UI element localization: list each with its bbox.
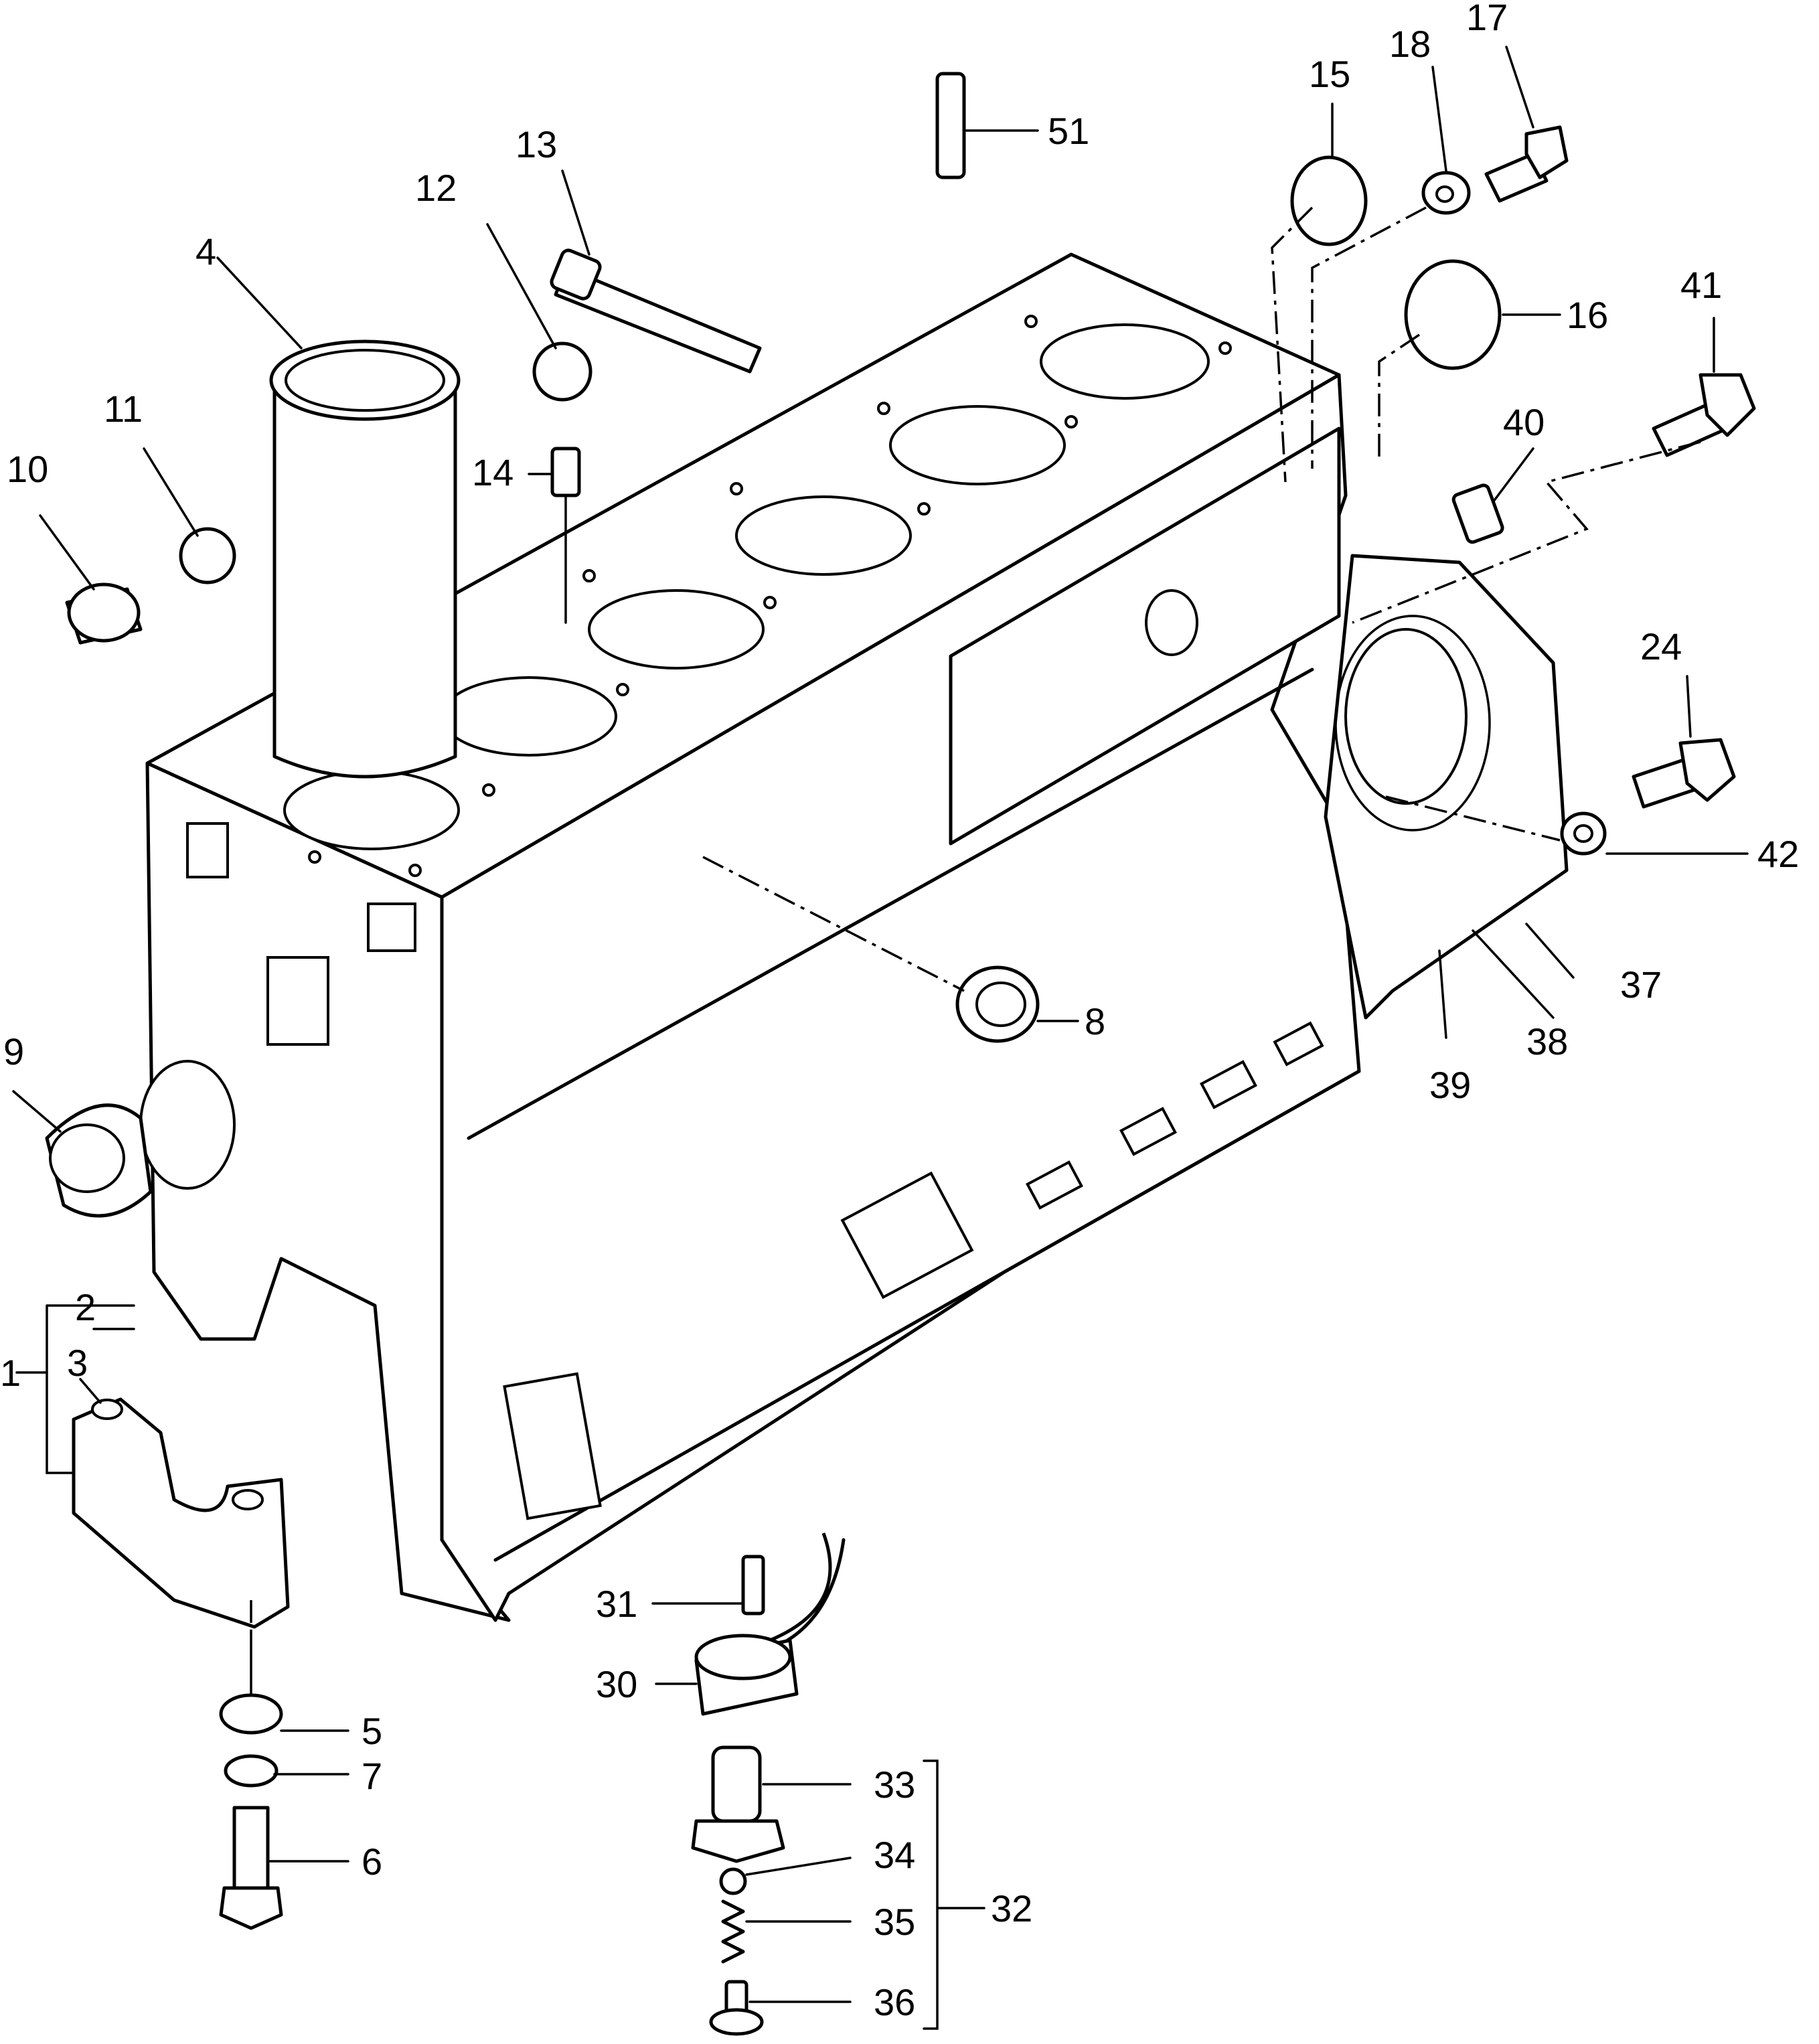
label-3: 3 — [67, 1342, 88, 1384]
oil-jet-30 — [694, 1532, 846, 1716]
plug-10 — [65, 582, 143, 645]
label-14: 14 — [472, 451, 513, 493]
plug-12 — [532, 341, 592, 402]
label-7: 7 — [362, 1755, 382, 1797]
label-33: 33 — [874, 1763, 915, 1806]
pin-51 — [935, 72, 1039, 179]
part-labels: 1 2 3 4 5 6 7 8 9 10 11 12 13 14 15 16 1… — [0, 0, 1799, 2023]
label-18: 18 — [1389, 23, 1431, 65]
label-13: 13 — [516, 123, 557, 165]
label-24: 24 — [1640, 625, 1682, 667]
label-4: 4 — [195, 230, 216, 272]
label-31: 31 — [596, 1583, 637, 1625]
label-41: 41 — [1680, 264, 1722, 306]
thrust-bearing-9 — [45, 1103, 153, 1218]
main-bearing-cap-3 — [72, 1397, 290, 1629]
label-39: 39 — [1429, 1064, 1471, 1106]
plug-15 — [1290, 155, 1368, 246]
leader-lines — [12, 46, 1749, 2030]
plug-16 — [1404, 259, 1502, 370]
label-5: 5 — [362, 1710, 382, 1752]
label-51: 51 — [1048, 110, 1089, 152]
label-38: 38 — [1526, 1020, 1568, 1063]
label-15: 15 — [1309, 53, 1350, 95]
plug-11 — [179, 527, 236, 584]
label-11: 11 — [104, 388, 143, 430]
ball-34 — [719, 1867, 747, 1895]
dowel-14 — [550, 447, 581, 624]
label-12: 12 — [415, 167, 457, 209]
label-40: 40 — [1503, 401, 1545, 443]
relief-valve-33 — [691, 1745, 785, 1863]
plug-36 — [709, 1980, 764, 2036]
label-35: 35 — [874, 1901, 915, 1943]
washer-18 — [1421, 171, 1471, 215]
bolt-41 — [1652, 373, 1756, 457]
label-36: 36 — [874, 1981, 915, 2023]
label-42: 42 — [1757, 833, 1799, 875]
label-16: 16 — [1567, 294, 1608, 336]
dowel-40 — [1451, 483, 1504, 544]
label-10: 10 — [7, 448, 48, 490]
label-6: 6 — [362, 1840, 382, 1883]
washer-5 — [219, 1693, 283, 1735]
label-17: 17 — [1466, 0, 1508, 38]
label-8: 8 — [1085, 1000, 1105, 1042]
label-2: 2 — [75, 1286, 96, 1328]
pin-31 — [741, 1555, 765, 1616]
label-34: 34 — [874, 1834, 915, 1876]
label-37: 37 — [1620, 963, 1662, 1006]
bushing-8 — [955, 965, 1040, 1043]
label-30: 30 — [596, 1663, 637, 1705]
label-32: 32 — [991, 1887, 1032, 1930]
bolt-6 — [219, 1806, 283, 1930]
bolt-24 — [1632, 738, 1736, 809]
spring-35 — [721, 1899, 745, 1964]
label-9: 9 — [3, 1030, 24, 1073]
bolt-17 — [1484, 125, 1569, 203]
cylinder-liner — [269, 339, 461, 779]
label-1: 1 — [0, 1352, 21, 1394]
dowel-13 — [550, 248, 762, 374]
rear-seal-housing — [1324, 554, 1569, 1020]
washer-42 — [1560, 811, 1607, 856]
lock-washer-7 — [224, 1754, 279, 1788]
